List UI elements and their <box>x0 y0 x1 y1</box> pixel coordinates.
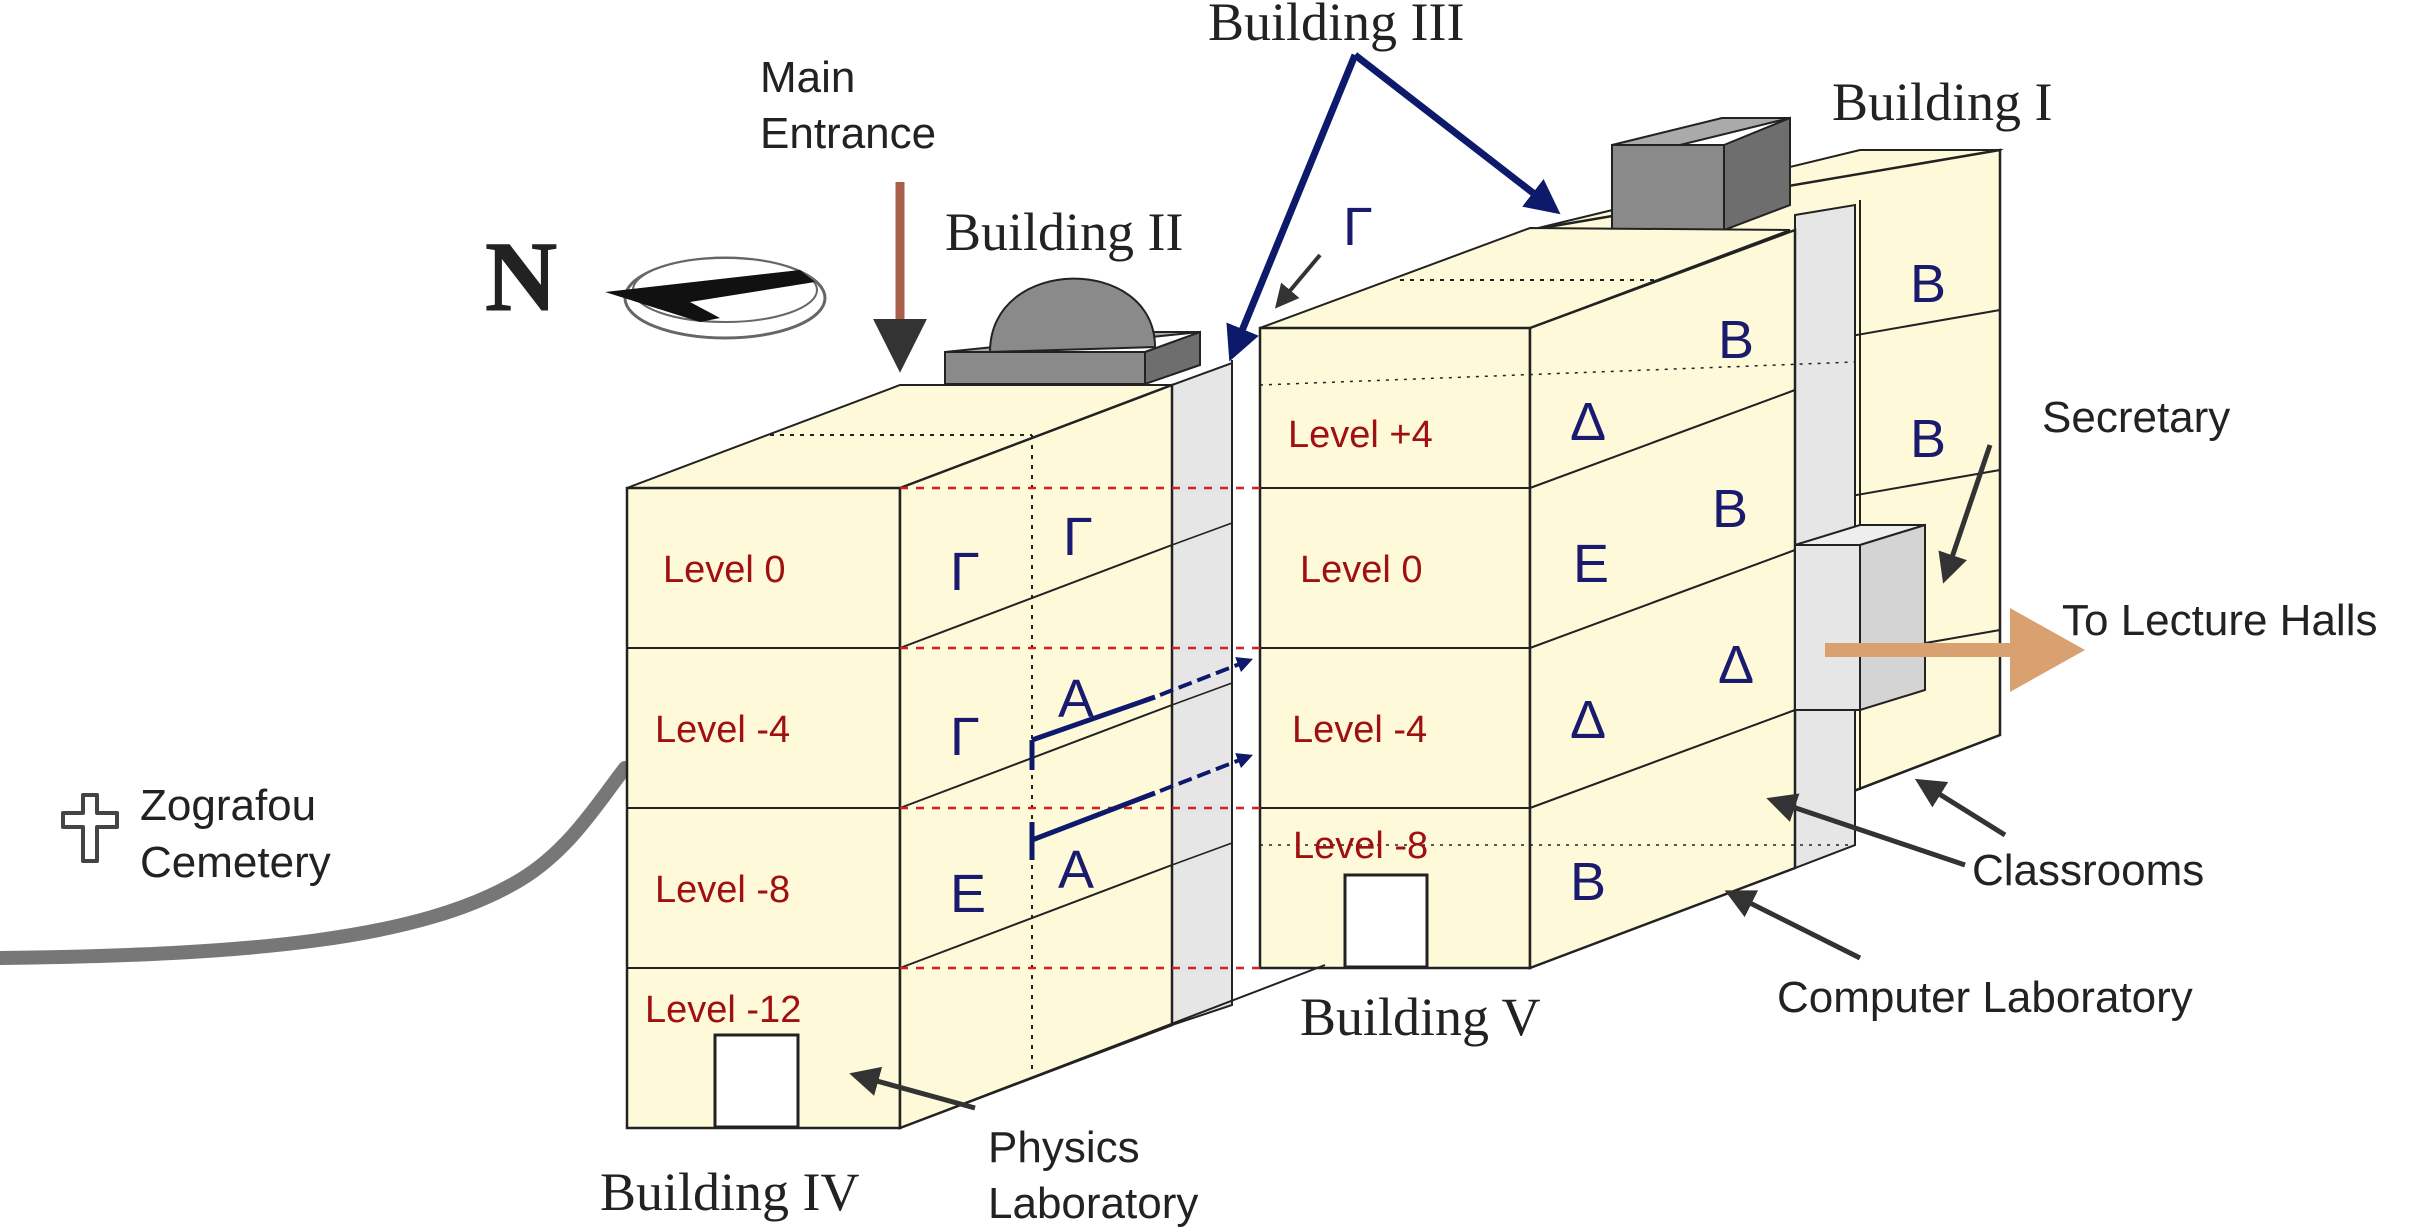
building-i-label: Building I <box>1832 72 2053 132</box>
section-b1-beta-3: B <box>1910 254 1946 314</box>
b4-level-m12: Level -12 <box>645 989 801 1031</box>
b4-level-m8: Level -8 <box>655 869 790 911</box>
section-b4-epsilon-m8: E <box>950 864 986 924</box>
building-iv-label: Building IV <box>600 1162 860 1222</box>
cemetery-label-2: Cemetery <box>140 838 331 887</box>
cemetery-label: Zografou <box>140 781 316 830</box>
section-b5-epsilon-0: E <box>1573 534 1609 594</box>
building-iv <box>625 383 1326 1130</box>
computer-lab-label: Computer Laboratory <box>1777 973 2193 1022</box>
compass-needle-icon <box>605 270 815 322</box>
physics-lab-pointer <box>849 1066 976 1111</box>
classrooms-label: Classrooms <box>1972 846 2204 895</box>
north-label: N <box>485 221 557 332</box>
cemetery-cross-icon <box>61 793 119 863</box>
lecture-halls-arrow <box>1825 608 2085 692</box>
main-entrance-label: Main <box>760 53 855 102</box>
road-to-cemetery <box>0 761 632 965</box>
section-b1-beta-4: B <box>1910 409 1946 469</box>
secretary-pointer <box>1938 444 1993 584</box>
b5-level-m8: Level -8 <box>1293 825 1428 867</box>
section-b1-beta-2: B <box>1712 479 1748 539</box>
section-b4-gamma-0b: Γ <box>1063 507 1093 567</box>
section-b3-gamma: Γ <box>1343 197 1373 257</box>
level-connectors <box>1029 657 1253 860</box>
building-iii-pointers <box>1226 52 1561 362</box>
b4-level-m4: Level -4 <box>655 709 790 751</box>
section-b5-delta-p4: Δ <box>1570 392 1606 452</box>
b5-level-p4: Level +4 <box>1288 414 1433 456</box>
lecture-halls-label: To Lecture Halls <box>2062 596 2377 645</box>
building-v <box>1258 226 1856 970</box>
computer-lab-pointer <box>1724 890 1862 961</box>
building-ii-label: Building II <box>945 202 1184 262</box>
section-b5-delta-m4: Δ <box>1570 690 1606 750</box>
secretary-block <box>1794 523 1926 712</box>
physics-lab-label-2: Laboratory <box>988 1179 1198 1228</box>
b5-level-m4: Level -4 <box>1292 709 1427 751</box>
section-b4-gamma-m4: Γ <box>950 707 980 767</box>
section-b4-alpha-m8: A <box>1058 840 1094 900</box>
section-b4-alpha-m4: A <box>1058 669 1094 729</box>
building-iii-label: Building III <box>1208 0 1464 52</box>
building-ii-dome <box>944 277 1201 386</box>
physics-lab-door <box>713 1033 800 1129</box>
section-b1-beta-1: B <box>1718 310 1754 370</box>
section-b4-gamma-0: Γ <box>950 542 980 602</box>
classrooms-pointer-1 <box>1766 793 1966 868</box>
main-entrance-label-2: Entrance <box>760 109 936 158</box>
b4-level-0: Level 0 <box>663 549 786 591</box>
physics-lab-label: Physics <box>988 1123 1140 1172</box>
building-v-entrance-door <box>1343 873 1429 969</box>
b5-level-0: Level 0 <box>1300 549 1423 591</box>
secretary-label: Secretary <box>2042 393 2230 442</box>
building-v-label: Building V <box>1300 987 1541 1047</box>
section-b1-delta: Δ <box>1718 635 1754 695</box>
building-i-rooftop <box>1611 116 1791 232</box>
compass <box>605 256 827 340</box>
classrooms-pointer-2 <box>1914 778 2007 838</box>
gamma-pointer <box>1274 253 1322 309</box>
section-b5-beta-m8: B <box>1570 852 1606 912</box>
